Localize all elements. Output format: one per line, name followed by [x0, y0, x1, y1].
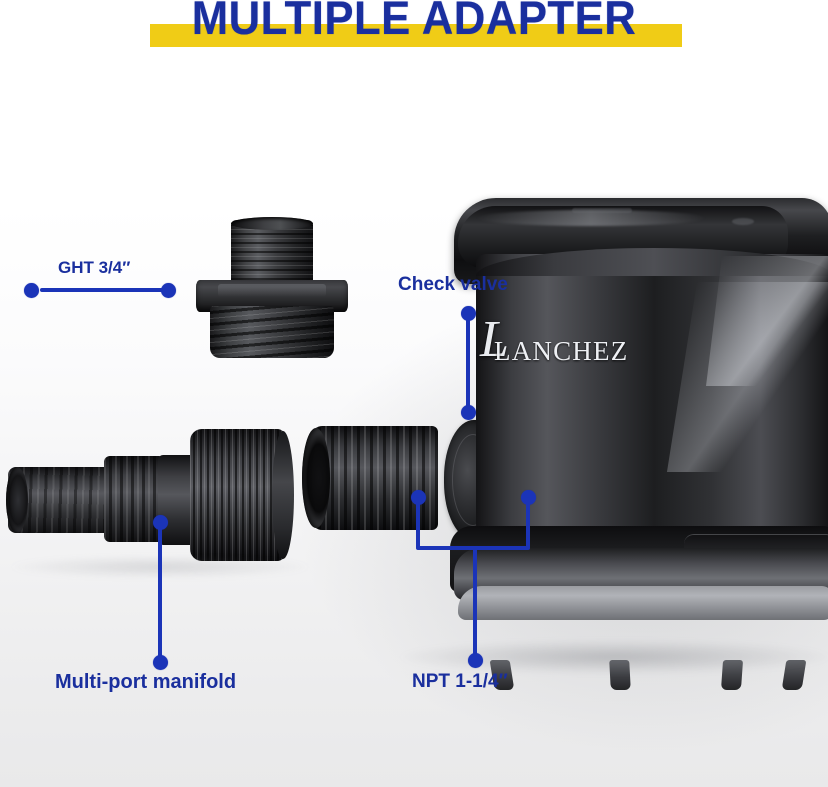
- ght-adapter-part: [196, 217, 348, 358]
- callout-line-npt-stem: [473, 548, 477, 658]
- callout-dot-check-valve-bottom: [461, 405, 476, 420]
- ght-lower-thread: [210, 306, 334, 358]
- callout-label-manifold: Multi-port manifold: [55, 671, 237, 693]
- page-title: MULTIPLE ADAPTER: [191, 0, 637, 44]
- callout-dot-ght-left: [24, 283, 39, 298]
- sump-pump-body: L LANCHEZ: [432, 196, 828, 690]
- multi-port-manifold-part: [6, 423, 308, 563]
- callout-label-ght: GHT 3/4″: [58, 258, 131, 277]
- pump-lid-highlight: [476, 210, 706, 226]
- pump-lid-vent: [732, 218, 754, 225]
- callout-label-npt: NPT 1-1/4″: [412, 671, 508, 692]
- npt-port-left-part: [300, 418, 440, 544]
- callout-line-ght: [40, 288, 170, 292]
- pump-base-skirt: [458, 586, 828, 620]
- callout-dot-ght-right: [161, 283, 176, 298]
- manifold-knurled-nut: [190, 429, 286, 561]
- brand-name: LANCHEZ: [494, 336, 629, 366]
- ght-top-opening: [231, 217, 313, 230]
- pump-shadow: [400, 640, 828, 674]
- callout-line-check-valve: [466, 314, 470, 412]
- brand-monogram: L: [480, 311, 509, 368]
- callout-line-npt-left-leg: [416, 497, 420, 549]
- callout-dot-check-valve-top: [461, 306, 476, 321]
- callout-line-npt-right-leg: [526, 497, 530, 549]
- callout-label-check-valve: Check valve: [398, 274, 508, 295]
- title-highlight-bar: [150, 24, 682, 47]
- pump-lid-slot: [572, 208, 632, 213]
- manifold-nut-face: [272, 431, 294, 559]
- npt-left-opening: [302, 428, 330, 528]
- pump-highlight-b: [706, 256, 828, 386]
- callout-line-manifold: [158, 522, 162, 662]
- ght-upper-thread: [231, 220, 313, 286]
- callout-dot-npt-bottom: [468, 653, 483, 668]
- callout-dot-manifold-bottom: [153, 655, 168, 670]
- manifold-barb-opening: [6, 467, 28, 533]
- title-block: MULTIPLE ADAPTER: [0, 0, 828, 58]
